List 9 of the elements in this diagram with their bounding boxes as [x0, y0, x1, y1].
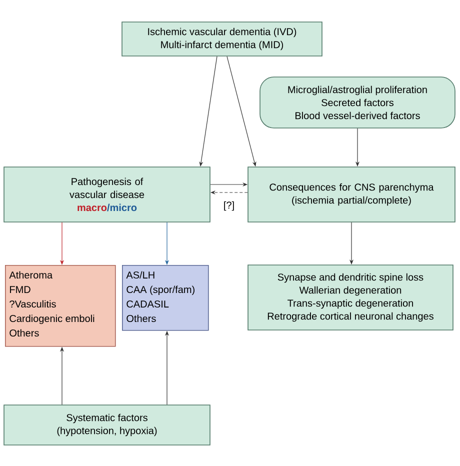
edge-label: [?] — [222, 200, 236, 212]
process-box: Synapse and dendritic spine loss Wallerian degeneration Trans-synaptic degeneration Retrograde cortical neuronal changes — [248, 264, 454, 330]
list-box: Atheroma FMD ?Vasculitis Cardiogenic emboli Others — [5, 265, 116, 347]
process-box: Ischemic vascular dementia (IVD) Multi-infarct dementia (MID) — [122, 22, 322, 56]
process-box: Systematic factors (hypotension, hypoxia) — [4, 404, 210, 446]
process-box: Microglial/astroglial proliferation Secreted factors Blood vessel-derived factors — [260, 76, 456, 128]
process-box: Pathogenesis of vascular disease macro/micro — [4, 166, 210, 222]
list-box: AS/LH CAA (spor/fam) CADASIL Others — [122, 265, 209, 331]
process-box: Consequences for CNS parenchyma (ischemia partial/complete) — [248, 166, 456, 222]
